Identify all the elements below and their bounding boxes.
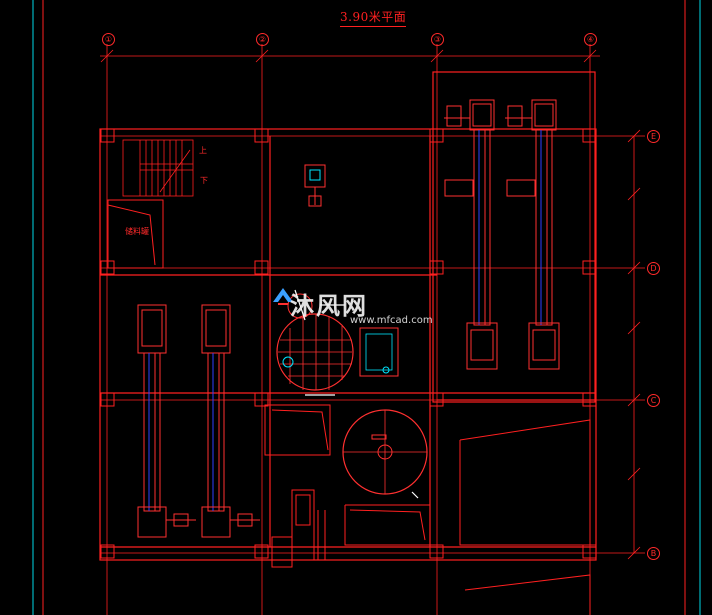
axis-label-4: ④ — [584, 33, 597, 46]
axis-grid — [100, 44, 645, 615]
axis-label-c: C — [647, 394, 660, 407]
dimension-ticks — [100, 49, 641, 560]
columns — [100, 128, 597, 559]
elevator-right-a — [444, 99, 498, 370]
storage-bin — [107, 199, 164, 269]
watermark-brand: 沐风网 — [290, 292, 368, 320]
staircase — [122, 139, 194, 197]
axis-label-2: ② — [256, 33, 269, 46]
stair-up-label: 上 — [199, 146, 207, 155]
frame — [32, 0, 701, 615]
axis-label-1: ① — [102, 33, 115, 46]
elevator-right-b — [444, 99, 560, 370]
elevator-left-b — [201, 304, 260, 538]
elevator-left-a — [137, 304, 196, 538]
round-tank-large — [342, 409, 428, 495]
axis-label-d: D — [647, 262, 660, 275]
axis-label-3: ③ — [431, 33, 444, 46]
chutes — [264, 404, 591, 615]
walls — [99, 71, 597, 561]
square-hopper — [359, 327, 399, 377]
axis-label-b: B — [647, 547, 660, 560]
axis-label-e: E — [647, 130, 660, 143]
watermark-logo-icon — [273, 288, 293, 305]
stair-down-label: 下 — [200, 176, 208, 185]
round-tank-grid — [276, 293, 354, 391]
room-label: 储料罐 — [125, 227, 149, 236]
white-accents — [294, 289, 419, 499]
hoist-unit — [304, 164, 326, 207]
watermark-url: www.mfcad.com — [350, 315, 433, 326]
drawing-title: 3.90米平面 — [340, 8, 407, 27]
